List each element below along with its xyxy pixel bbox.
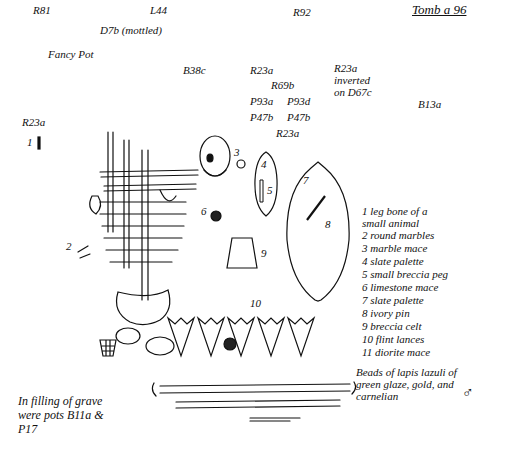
key-entry: 6 limestone mace — [362, 281, 438, 293]
marble-mace — [237, 160, 245, 168]
slate-palette: 45 — [252, 150, 280, 218]
leg-bone — [176, 400, 340, 408]
pot-code: R23a — [22, 116, 45, 128]
key-entry: 9 breccia celt — [362, 320, 421, 332]
key-entry: 8 ivory pin — [362, 307, 410, 319]
callout-number: 8 — [325, 218, 331, 230]
pot-code: P93d — [287, 95, 310, 107]
leg-bone — [160, 384, 350, 393]
pot-code: R23a — [276, 127, 299, 139]
key-entry: 4 slate palette — [362, 255, 424, 267]
flint-lance — [168, 318, 194, 356]
arm-bone — [108, 132, 113, 232]
diorite-mace — [224, 338, 236, 350]
callout-number: 7 — [303, 174, 309, 186]
key-entry: 3 marble mace — [362, 242, 427, 254]
breccia-celt: 9 — [226, 235, 274, 271]
flint-lance — [288, 318, 314, 356]
small-pot — [160, 190, 176, 201]
key-entry: 7 slate palette — [362, 294, 424, 306]
pot-code: R23a — [250, 64, 273, 76]
pot-code: P93a — [250, 95, 273, 107]
callout-number: 10 — [250, 297, 261, 309]
callout-number: 6 — [201, 205, 207, 217]
ivory-pin — [307, 196, 325, 220]
ribs — [100, 202, 186, 262]
limestone-mace — [211, 211, 221, 221]
key-entry: 5 small breccia peg — [362, 268, 448, 280]
small-pot — [90, 196, 101, 214]
arm-bone — [124, 140, 129, 268]
note: Beads of lapis lazuli of green glaze, go… — [356, 366, 468, 402]
pot-code: R81 — [33, 4, 51, 16]
pot-code: B38c — [183, 64, 206, 76]
pot-code: D7b (mottled) — [100, 24, 162, 36]
note: In filling of grave were pots B11a & P17 — [18, 394, 123, 436]
leg-bone — [38, 137, 40, 149]
jaw — [204, 170, 226, 176]
outline-path — [227, 238, 257, 268]
flint-lance — [198, 318, 224, 356]
outline — [281, 160, 355, 302]
callout-number: 4 — [261, 158, 267, 170]
callout-number: 2 — [66, 240, 72, 252]
arm-bone — [104, 184, 196, 191]
pot-code: R23a inverted on D67c — [334, 62, 379, 98]
pot-code: P47b — [250, 111, 273, 123]
flint-lance — [258, 318, 284, 356]
skull — [200, 136, 230, 176]
pelvis — [117, 290, 170, 325]
outline-path — [287, 162, 349, 301]
hip-joint — [116, 328, 140, 344]
sex-symbol: ♂ — [462, 384, 474, 402]
pot-code: L44 — [150, 4, 167, 16]
fancy-pot — [100, 340, 116, 356]
marble-marks — [78, 246, 90, 258]
callout-number: 3 — [234, 146, 240, 158]
callout-number: 5 — [267, 184, 273, 196]
key-entry: 1 leg bone of a small animal — [362, 205, 452, 229]
key-entry: 10 flint lances — [362, 333, 424, 345]
key-entry: 11 diorite mace — [362, 346, 430, 358]
pot-code: P47b — [287, 111, 310, 123]
eye-socket — [207, 154, 213, 162]
breccia-peg — [260, 180, 263, 202]
small-bone — [250, 418, 300, 421]
arm-bone — [100, 170, 198, 177]
outline — [226, 235, 274, 271]
outline-path — [255, 152, 277, 216]
spine — [142, 150, 148, 300]
pot-code: B13a — [418, 98, 441, 110]
slate-palette: 78 — [281, 160, 355, 302]
hip-joint — [146, 337, 174, 355]
bone-end — [152, 382, 355, 396]
title: Tomb a 96 — [412, 4, 466, 16]
pot-code: R92 — [293, 6, 311, 18]
key-entry: 2 round marbles — [362, 229, 434, 241]
callout-number: 9 — [261, 247, 267, 259]
note: Fancy Pot — [48, 48, 94, 60]
pot-code: R69b — [271, 79, 294, 91]
callout-number: 1 — [27, 136, 33, 148]
